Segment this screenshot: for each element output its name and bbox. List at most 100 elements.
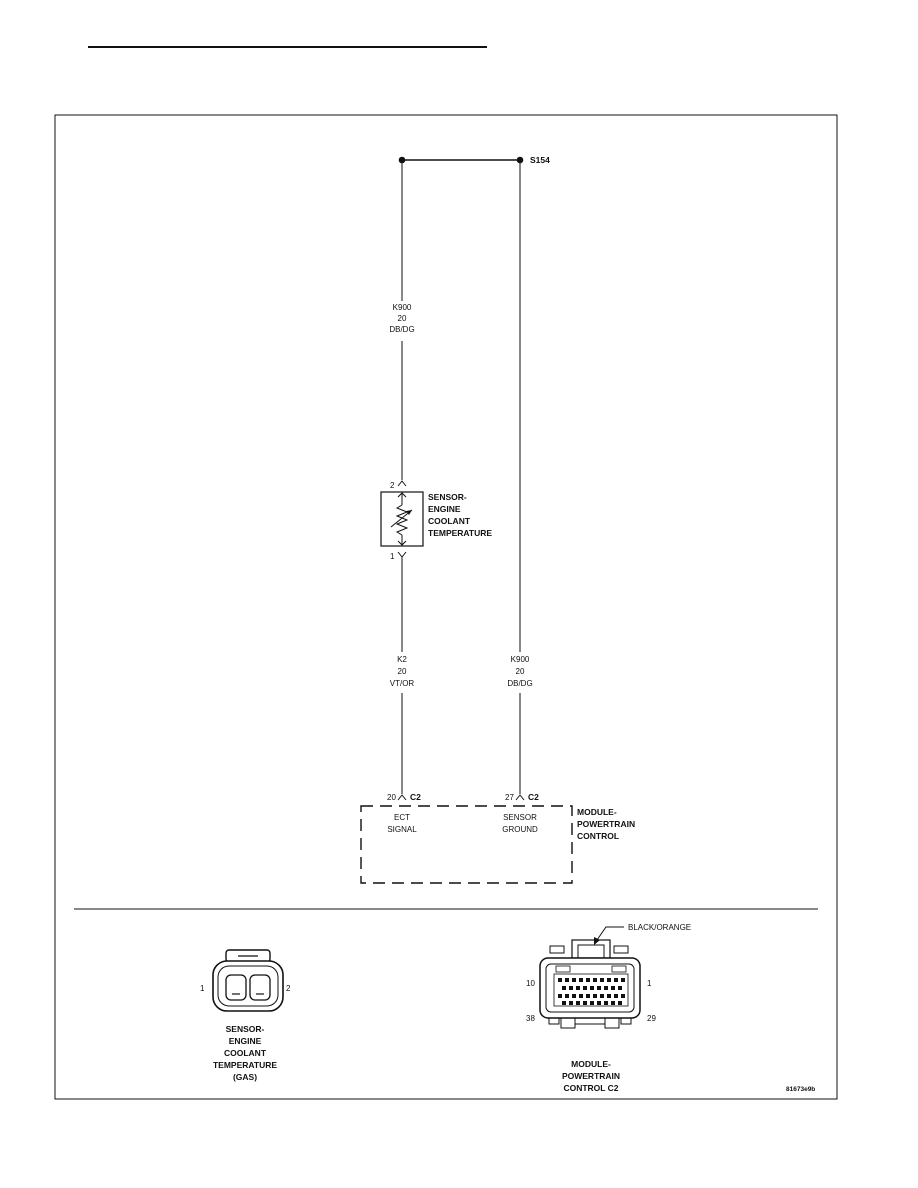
pcm-c2-pin-1: 1 — [647, 979, 652, 988]
wire-k2: K2 20 VT/OR — [390, 557, 415, 794]
sensor-view-label-5: (GAS) — [233, 1072, 257, 1082]
terminal-cavity — [604, 1001, 608, 1005]
terminal-cavity — [618, 986, 622, 990]
wire-k900-lower-circuit: K900 — [511, 655, 530, 664]
terminal-cavity — [565, 978, 569, 982]
figure-id: 81673e9b — [786, 1086, 815, 1093]
terminal-cavity — [590, 1001, 594, 1005]
splice-label: S154 — [530, 155, 550, 165]
terminal-cavity — [572, 978, 576, 982]
wire-k2-gauge: 20 — [398, 667, 407, 676]
pcm-module-outline — [360, 805, 573, 884]
sensor-view-pin-2: 2 — [286, 984, 291, 993]
wire-k900-upper-color: DB/DG — [389, 325, 414, 334]
connector-chevron-icon — [397, 480, 407, 487]
sensor-view-pin-1: 1 — [200, 984, 205, 993]
terminal-cavity — [576, 1001, 580, 1005]
pcm-pin-ground: 27 — [505, 793, 514, 802]
terminal-cavity — [576, 986, 580, 990]
splice-node-right — [516, 156, 524, 164]
connector-chevron-icon — [397, 551, 407, 558]
variable-arrow-icon — [406, 510, 412, 515]
pcm-c2-pin-29: 29 — [647, 1014, 656, 1023]
ect-sensor: 2 1 SENSOR- ENGINE COOLANT TEMPERATURE — [380, 480, 492, 561]
pcm-pin-ect: 20 — [387, 793, 396, 802]
terminal-cavity — [593, 978, 597, 982]
sensor-view-label-3: COOLANT — [224, 1048, 267, 1058]
splice-node-left — [398, 156, 406, 164]
connector-chevron-icon — [397, 794, 407, 801]
ect-pin-top: 2 — [390, 481, 395, 490]
terminal-cavity — [607, 994, 611, 998]
terminal-cavity — [558, 978, 562, 982]
pcm-label-line-3: CONTROL — [577, 831, 619, 841]
terminal-cavity — [579, 978, 583, 982]
pcm-c2-label-2: POWERTRAIN — [562, 1071, 620, 1081]
pcm-ground-line-1: SENSOR — [503, 813, 537, 822]
terminal-cavity — [586, 978, 590, 982]
wire-k2-color: VT/OR — [390, 679, 415, 688]
pcm-ground-line-2: GROUND — [502, 825, 538, 834]
pcm-label-line-1: MODULE- — [577, 807, 617, 817]
pcm-c2-terminal-grid — [553, 973, 629, 1007]
callout-leader — [596, 926, 624, 941]
thermistor-icon — [395, 504, 409, 536]
sensor-cavity-1 — [225, 974, 247, 1001]
terminal-cavity — [600, 978, 604, 982]
terminal-cavity — [562, 1001, 566, 1005]
sensor-view-label-1: SENSOR- — [226, 1024, 265, 1034]
ect-label-line-2: ENGINE — [428, 504, 461, 514]
ect-label-line-1: SENSOR- — [428, 492, 467, 502]
ect-label-line-4: TEMPERATURE — [428, 528, 492, 538]
terminal-cavity — [614, 978, 618, 982]
sensor-connector-view: 1 2 SENSOR- ENGINE COOLANT TEMPERATURE (… — [200, 949, 291, 1082]
terminal-cavity — [611, 1001, 615, 1005]
terminal-cavity — [597, 986, 601, 990]
pcm-ect-line-2: SIGNAL — [387, 825, 417, 834]
terminal-cavity — [611, 986, 615, 990]
terminal-cavity — [600, 994, 604, 998]
pcm-ect-line-1: ECT — [394, 813, 410, 822]
sensor-view-label-2: ENGINE — [229, 1036, 262, 1046]
pcm-connector-ect: C2 — [410, 792, 421, 802]
terminal-cavity — [618, 1001, 622, 1005]
terminal-cavity — [590, 986, 594, 990]
wire-k900-upper-circuit: K900 — [393, 303, 412, 312]
terminal-cavity — [614, 994, 618, 998]
pcm-c2-pin-38: 38 — [526, 1014, 535, 1023]
pcm-c2-label-1: MODULE- — [571, 1059, 611, 1069]
terminal-cavity — [572, 994, 576, 998]
terminal-cavity — [562, 986, 566, 990]
callout-arrow-icon — [594, 937, 600, 945]
wire-k900-upper: K900 20 DB/DG — [389, 163, 415, 480]
terminal-cavity — [607, 978, 611, 982]
terminal-cavity — [583, 986, 587, 990]
wire-k900-lower-color: DB/DG — [507, 679, 532, 688]
pcm-c2-label-3: CONTROL C2 — [563, 1083, 618, 1093]
ect-pin-bottom: 1 — [390, 552, 395, 561]
wire-k900-upper-gauge: 20 — [398, 314, 407, 323]
wire-k2-circuit: K2 — [397, 655, 407, 664]
terminal-cavity — [621, 978, 625, 982]
terminal-cavity — [621, 994, 625, 998]
terminal-cavity — [604, 986, 608, 990]
pcm-connector-ground: C2 — [528, 792, 539, 802]
sensor-view-label-4: TEMPERATURE — [213, 1060, 277, 1070]
diagram-frame — [54, 114, 838, 1100]
terminal-cavity — [579, 994, 583, 998]
sensor-connector-body — [212, 960, 284, 1012]
wire-k900-lower: K900 20 DB/DG — [507, 163, 533, 794]
pcm-module: 20 C2 27 C2 ECT SIGNAL SENSOR GROUND MOD… — [360, 792, 635, 884]
terminal-cavity — [583, 1001, 587, 1005]
ect-label-line-3: COOLANT — [428, 516, 471, 526]
splice-s154: S154 — [398, 155, 550, 165]
terminal-cavity — [569, 1001, 573, 1005]
sensor-cavity-2 — [249, 974, 271, 1001]
pcm-c2-pin-10: 10 — [526, 979, 535, 988]
terminal-cavity — [569, 986, 573, 990]
terminal-cavity — [586, 994, 590, 998]
connector-chevron-icon — [515, 794, 525, 801]
pcm-label-line-2: POWERTRAIN — [577, 819, 635, 829]
terminal-cavity — [558, 994, 562, 998]
